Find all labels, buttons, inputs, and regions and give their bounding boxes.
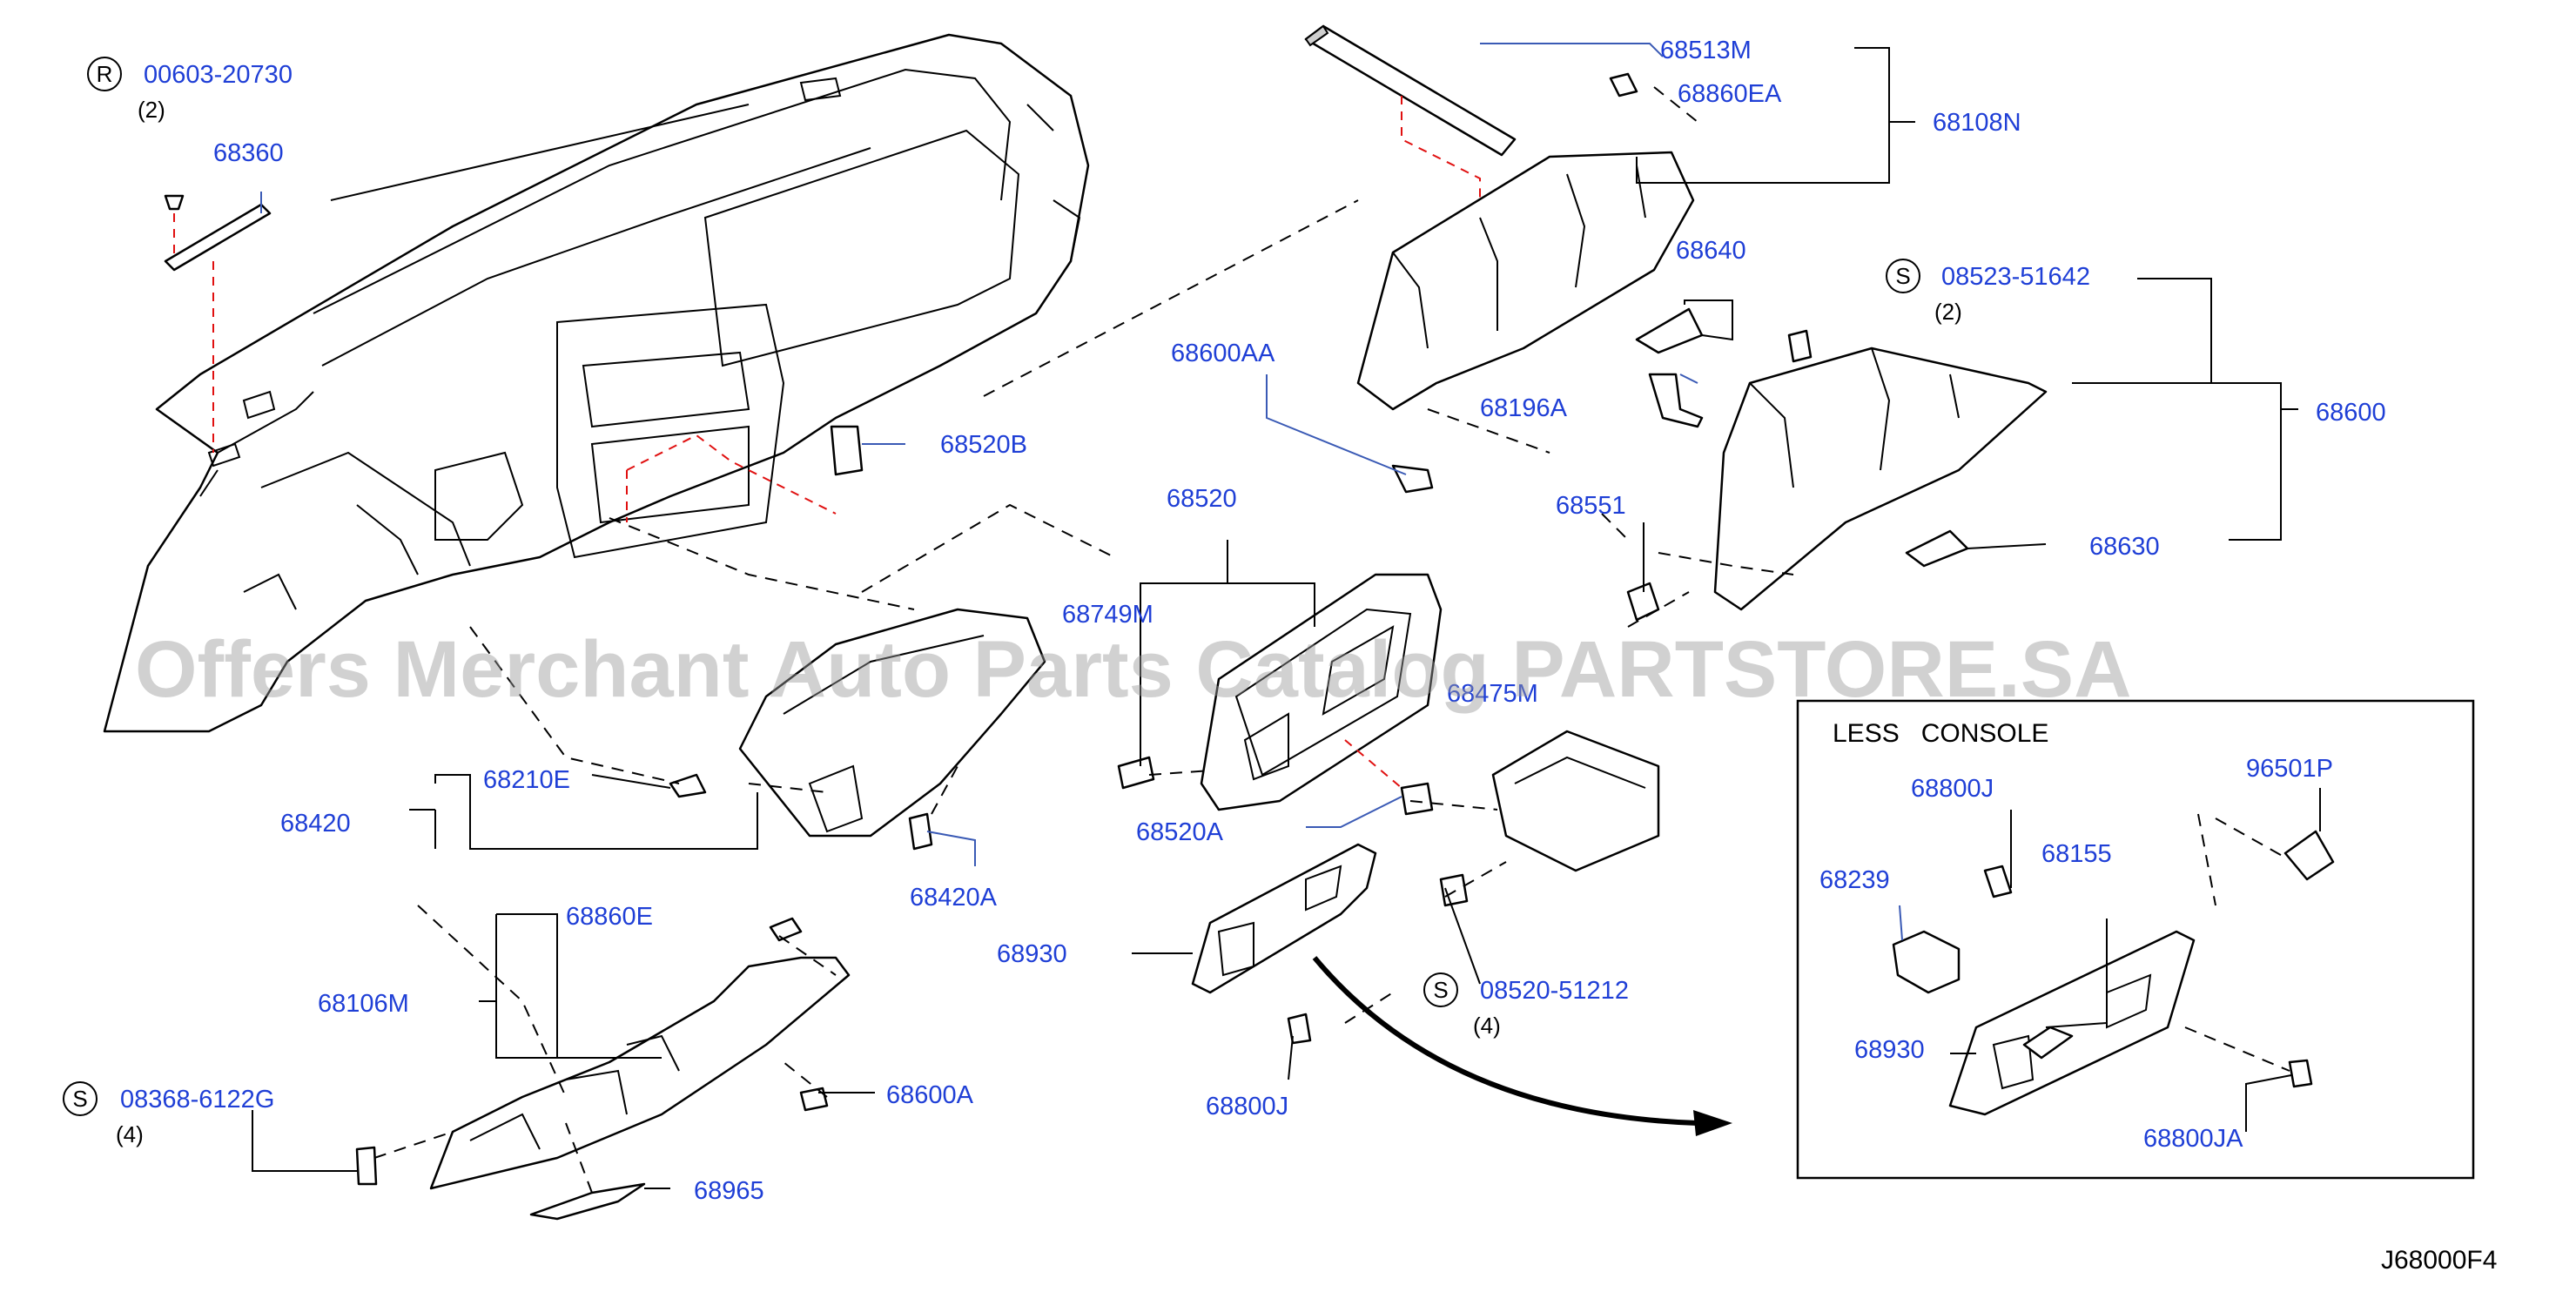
part-prefix: S	[1895, 263, 1910, 289]
inset-arrow	[1312, 956, 1732, 1136]
part-qty: (2)	[1934, 299, 1962, 325]
part-label-68860e[interactable]: 68860E	[566, 903, 653, 931]
part-label-68106m[interactable]: 68106M	[318, 990, 409, 1018]
part-label-68600a[interactable]: 68600A	[886, 1081, 974, 1109]
prefix-circle	[1423, 972, 1458, 1007]
prefix-circle	[1886, 259, 1920, 293]
part-label-68860ea[interactable]: 68860EA	[1678, 80, 1782, 108]
inset-title: LESS CONSOLE	[1833, 719, 2048, 748]
part-label-68965[interactable]: 68965	[694, 1177, 764, 1205]
part-label-08368-6122g[interactable]: 08368-6122G	[120, 1086, 274, 1114]
part-label-68930[interactable]: 68930	[997, 940, 1067, 968]
cluster-lid-68420-drawing	[669, 608, 1046, 838]
cluster-bezel-68520-drawing	[1117, 573, 1443, 811]
part-label-68800j-inset[interactable]: 68800J	[1911, 775, 1994, 803]
part-label-68210e[interactable]: 68210E	[483, 766, 570, 794]
screw-68600aa-drawing	[1391, 464, 1434, 494]
part-prefix: S	[72, 1086, 87, 1112]
part-qty: (4)	[1473, 1013, 1501, 1039]
instrument-panel-drawing	[103, 33, 1090, 733]
leader-lines	[252, 43, 2298, 1189]
screw-0852051212-drawing	[1439, 873, 1469, 907]
part-label-00603-20730[interactable]: 00603-20730	[144, 61, 293, 89]
clip-68551-drawing	[1626, 582, 1660, 622]
part-label-68520b[interactable]: 68520B	[940, 431, 1027, 459]
part-label-68520[interactable]: 68520	[1167, 485, 1237, 513]
part-label-68930-inset[interactable]: 68930	[1854, 1036, 1925, 1064]
part-label-68800ja[interactable]: 68800JA	[2143, 1125, 2243, 1153]
less-console-inset	[1796, 699, 2475, 1180]
bracket-68640-drawing	[1635, 307, 1704, 428]
part-label-68800j[interactable]: 68800J	[1206, 1093, 1288, 1120]
part-label-68749m[interactable]: 68749M	[1062, 601, 1153, 629]
part-label-68108n[interactable]: 68108N	[1933, 109, 2021, 137]
lower-cover-68106m-drawing	[355, 917, 851, 1221]
part-label-68360[interactable]: 68360	[213, 139, 284, 167]
prefix-circle	[63, 1081, 98, 1116]
part-prefix: S	[1433, 977, 1448, 1003]
member-68108n-drawing	[1304, 24, 1695, 411]
glove-box-68600-drawing	[1713, 329, 2048, 611]
part-prefix: R	[97, 61, 113, 87]
prefix-circle	[87, 57, 122, 91]
clip-68360-drawing	[164, 194, 272, 453]
watermark: Offers Merchant Auto Parts Catalog PARTS…	[135, 625, 2132, 714]
part-qty: (4)	[116, 1121, 144, 1147]
assembly-guides	[373, 86, 1794, 1194]
pocket-68475m-drawing	[1491, 730, 1660, 872]
part-label-68600[interactable]: 68600	[2316, 399, 2386, 427]
part-label-68420[interactable]: 68420	[280, 810, 351, 838]
part-label-68630[interactable]: 68630	[2089, 533, 2160, 561]
mount-hint-red	[626, 434, 837, 515]
part-label-08523-51642[interactable]: 08523-51642	[1941, 263, 2090, 291]
clip-68520b-drawing	[830, 425, 864, 476]
part-label-08520-51212[interactable]: 08520-51212	[1480, 977, 1629, 1005]
part-label-68551[interactable]: 68551	[1556, 492, 1626, 520]
part-label-96501p[interactable]: 96501P	[2246, 755, 2333, 783]
part-label-68155[interactable]: 68155	[2041, 840, 2112, 868]
screw-68520a-drawing	[1400, 782, 1434, 816]
screw-68420a-drawing	[908, 812, 933, 851]
diagram-code: J68000F4	[2381, 1246, 2497, 1275]
part-label-68600aa[interactable]: 68600AA	[1171, 340, 1275, 367]
part-label-68640[interactable]: 68640	[1676, 237, 1746, 265]
part-label-68513m[interactable]: 68513M	[1660, 37, 1752, 64]
part-label-68420a[interactable]: 68420A	[910, 884, 998, 912]
part-label-68475m[interactable]: 68475M	[1447, 680, 1538, 708]
part-label-68239[interactable]: 68239	[1819, 866, 1890, 894]
part-label-68520a[interactable]: 68520A	[1136, 818, 1224, 846]
finisher-68930-drawing	[1191, 843, 1377, 1045]
part-qty: (2)	[138, 97, 165, 123]
part-label-68196a[interactable]: 68196A	[1480, 394, 1568, 422]
